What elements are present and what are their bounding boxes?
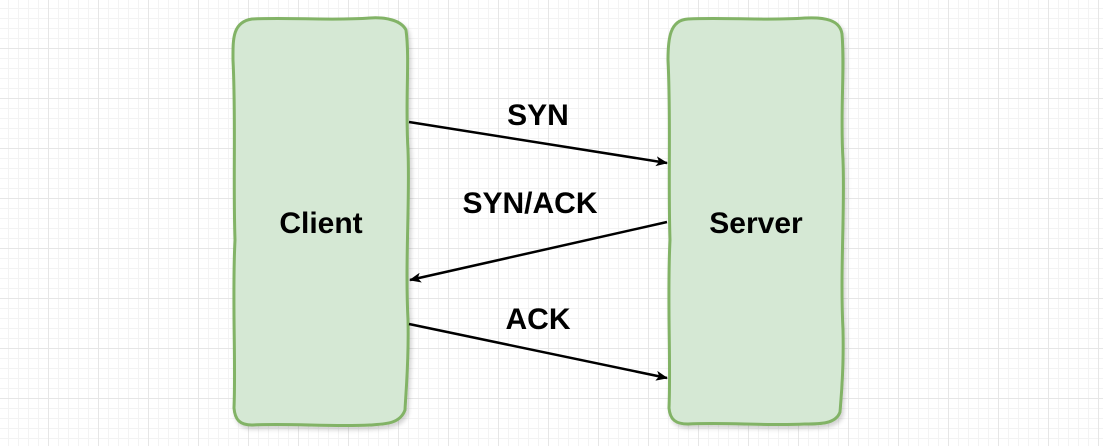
syn-ack-label: SYN/ACK: [462, 187, 597, 220]
ack-edge[interactable]: ACK: [408, 303, 668, 381]
server-box: [666, 16, 845, 427]
syn-ack-arrow: [409, 220, 668, 283]
client-box: [231, 16, 410, 428]
syn-edge[interactable]: SYN: [408, 99, 668, 167]
server-node[interactable]: Server: [666, 16, 845, 427]
client-node[interactable]: Client: [231, 16, 410, 428]
server-label: Server: [709, 207, 803, 240]
client-label: Client: [279, 207, 362, 240]
syn-arrow: [408, 120, 668, 167]
syn-label: SYN: [507, 99, 569, 132]
syn-ack-edge[interactable]: SYN/ACK: [409, 187, 668, 283]
ack-label: ACK: [506, 303, 571, 336]
ack-arrow: [408, 322, 668, 381]
